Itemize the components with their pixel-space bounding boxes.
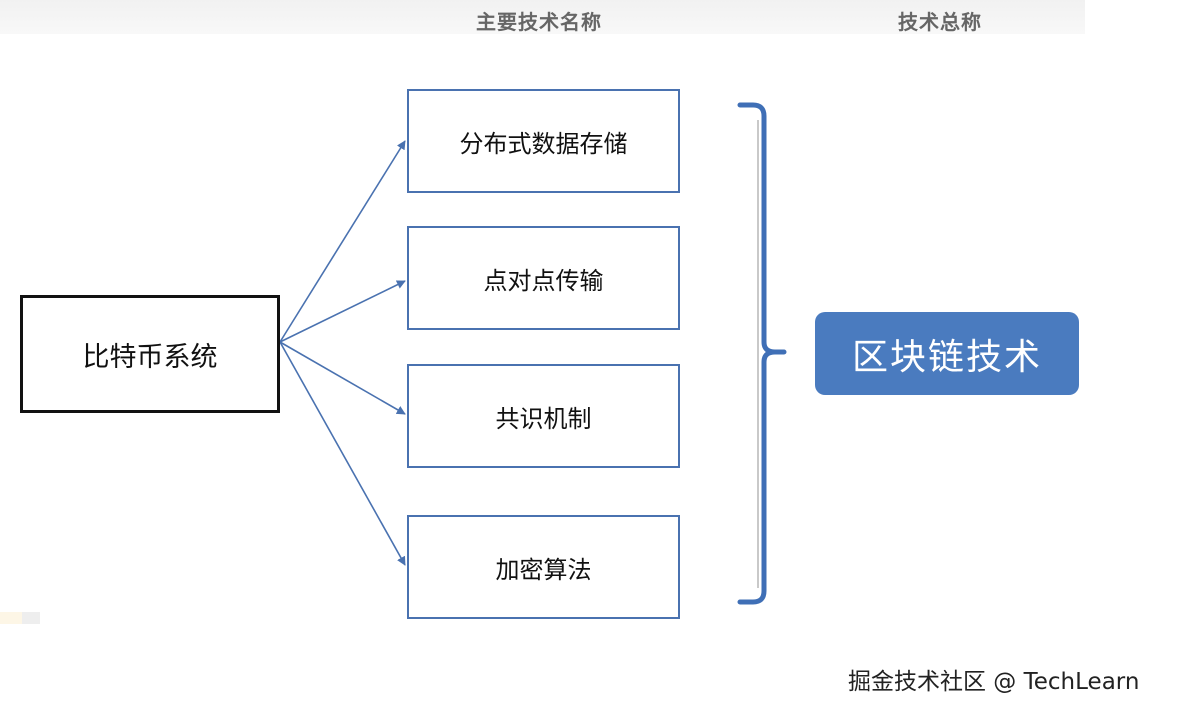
arrow-to-tech-1 xyxy=(279,280,406,343)
tech-box-p2p-transmission: 点对点传输 xyxy=(407,226,680,330)
result-box-blockchain: 区块链技术 xyxy=(815,312,1079,395)
grouping-brace xyxy=(737,102,787,605)
tech-box-distributed-storage: 分布式数据存储 xyxy=(407,89,680,193)
arrow-to-tech-0 xyxy=(279,140,406,343)
source-box-bitcoin-system: 比特币系统 xyxy=(20,295,280,413)
header-band xyxy=(0,0,1085,34)
tech-box-consensus: 共识机制 xyxy=(407,364,680,468)
arrow-to-tech-3 xyxy=(279,341,406,566)
corner-artifact xyxy=(0,612,40,624)
column-header-tech-total: 技术总称 xyxy=(898,10,982,34)
arrow-to-tech-2 xyxy=(279,341,406,415)
column-header-main-tech: 主要技术名称 xyxy=(476,10,602,34)
watermark-text: 掘金技术社区 @ TechLearn xyxy=(848,669,1140,695)
tech-box-cryptography: 加密算法 xyxy=(407,515,680,619)
